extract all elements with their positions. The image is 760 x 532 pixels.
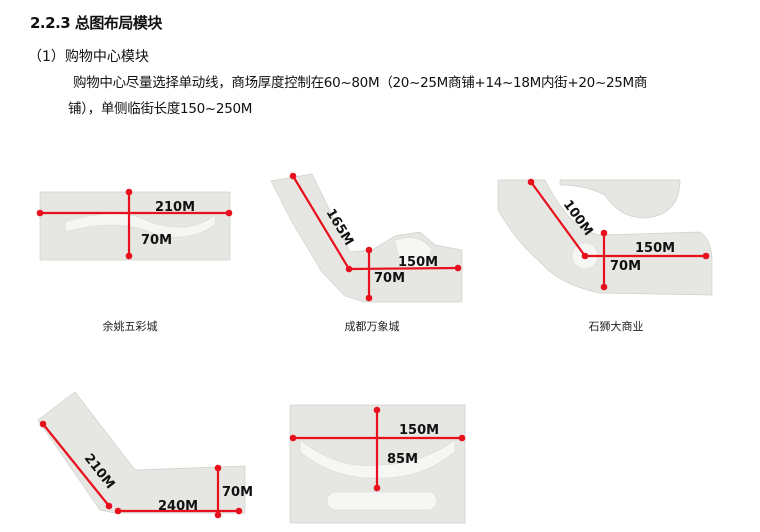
plan-mall-street [299,439,456,479]
section-heading: 2.2.3 总图布局模块 [30,14,162,32]
dimension-line-length-a [292,175,350,270]
plan-shishi: 100M 150M 70M [497,178,713,296]
plan-caption-chengdu: 成都万象城 [344,320,400,333]
plan-bottom-left: 210M 240M 70M [37,391,253,519]
plan-footprint [270,173,463,303]
dimension-line-length-b [348,266,459,271]
plan-chengdu: 165M 150M 70M [270,172,463,303]
length-label: 210M [155,200,195,215]
plan-caption-shishi: 石狮大商业 [588,320,644,333]
plan-footprint [37,391,246,514]
depth-label: 70M [374,271,405,286]
plan-bottom-center: 150M 85M [289,404,466,524]
plan-caption-yuyao: 余姚五彩城 [102,320,158,333]
depth-label: 70M [141,233,172,248]
paragraph-line-1: 购物中心尽量选择单动线，商场厚度控制在60~80M（20~25M商铺+14~18… [73,75,648,91]
paragraph-line-2: 铺），单侧临街长度150~250M [68,101,253,117]
depth-label: 70M [222,485,253,500]
plan-yuyao: 210M 70M [36,188,233,261]
length-b-label: 150M [398,255,438,270]
depth-label: 70M [610,259,641,274]
length-b-label: 150M [635,241,675,256]
depth-label: 85M [387,452,418,467]
subsection-heading: （1）购物中心模块 [28,49,149,65]
length-b-label: 240M [158,499,198,514]
dimension-line-length-a [42,423,110,507]
length-label: 150M [399,423,439,438]
dimension-line-length-a [530,181,586,257]
